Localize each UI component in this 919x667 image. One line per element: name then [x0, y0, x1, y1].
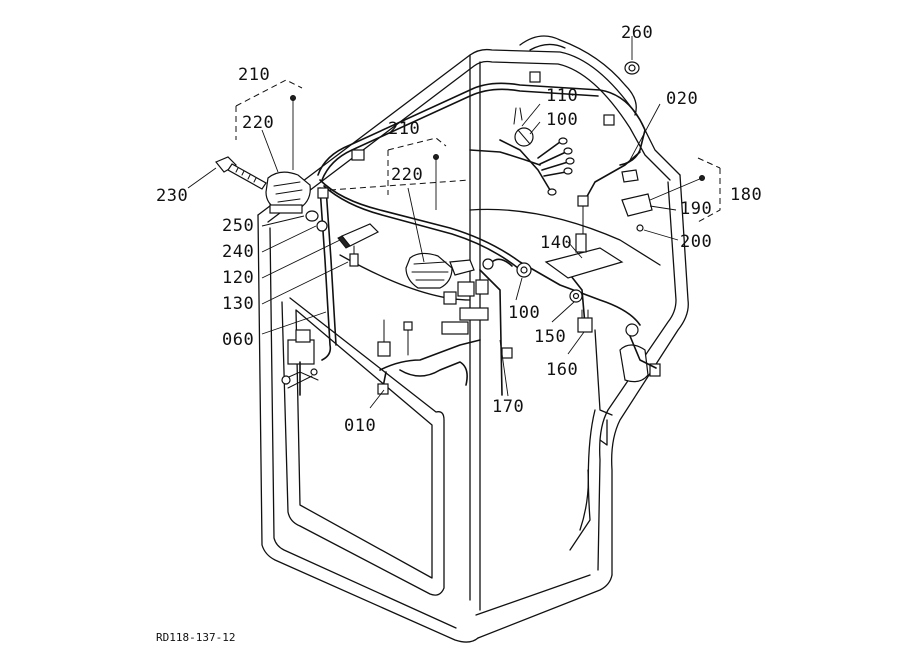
rear-right-fixture: [619, 323, 661, 383]
callout-labels: 210 220 230 250 240 120 130 060 010 210 …: [156, 23, 762, 436]
roof-clips: [317, 71, 615, 199]
center-harness-connectors: [377, 279, 513, 395]
wire-branch-top: [499, 137, 575, 196]
label-190: 190: [680, 199, 712, 219]
switch-120: [337, 223, 380, 249]
cab-frame: [257, 35, 689, 643]
label-220-center: 220: [391, 165, 423, 185]
label-100-lower: 100: [508, 303, 540, 323]
label-150: 150: [534, 327, 566, 347]
left-lamp-bracket-group: [235, 79, 303, 170]
bolt-230: [215, 156, 267, 190]
label-210-center: 210: [388, 119, 420, 139]
connector-160: [577, 309, 593, 333]
grommet-100-lower: [482, 258, 532, 278]
center-work-lamp: [405, 252, 475, 289]
grommet-260: [624, 61, 640, 75]
relay-panel-140: [544, 195, 624, 279]
leader-lines: [187, 36, 679, 409]
label-220-left: 220: [242, 113, 274, 133]
label-260: 260: [621, 23, 653, 43]
harness-060-connector: [281, 329, 319, 396]
bracket-110: [513, 107, 523, 125]
label-120: 120: [222, 268, 254, 288]
nut-240: [316, 220, 328, 232]
label-060: 060: [222, 330, 254, 350]
label-020: 020: [666, 89, 698, 109]
label-130: 130: [222, 294, 254, 314]
rear-lamp-180: [621, 157, 721, 232]
label-170: 170: [492, 397, 524, 417]
label-160: 160: [546, 360, 578, 380]
wire-harness-020: [317, 82, 646, 396]
grommet-150: [569, 289, 583, 303]
label-100-upper: 100: [546, 110, 578, 130]
bulb-100-upper: [514, 127, 534, 147]
label-180: 180: [730, 185, 762, 205]
label-230: 230: [156, 186, 188, 206]
washer-250: [305, 210, 319, 222]
left-work-lamp: [265, 171, 311, 214]
label-200: 200: [680, 232, 712, 252]
label-210-left: 210: [238, 65, 270, 85]
label-240: 240: [222, 242, 254, 262]
drawing-code: RD118-137-12: [156, 631, 235, 644]
label-140: 140: [540, 233, 572, 253]
center-lamp-bracket-group: [387, 137, 447, 210]
label-110: 110: [546, 86, 578, 106]
label-010: 010: [344, 416, 376, 436]
clip-130: [349, 245, 359, 267]
label-250: 250: [222, 216, 254, 236]
